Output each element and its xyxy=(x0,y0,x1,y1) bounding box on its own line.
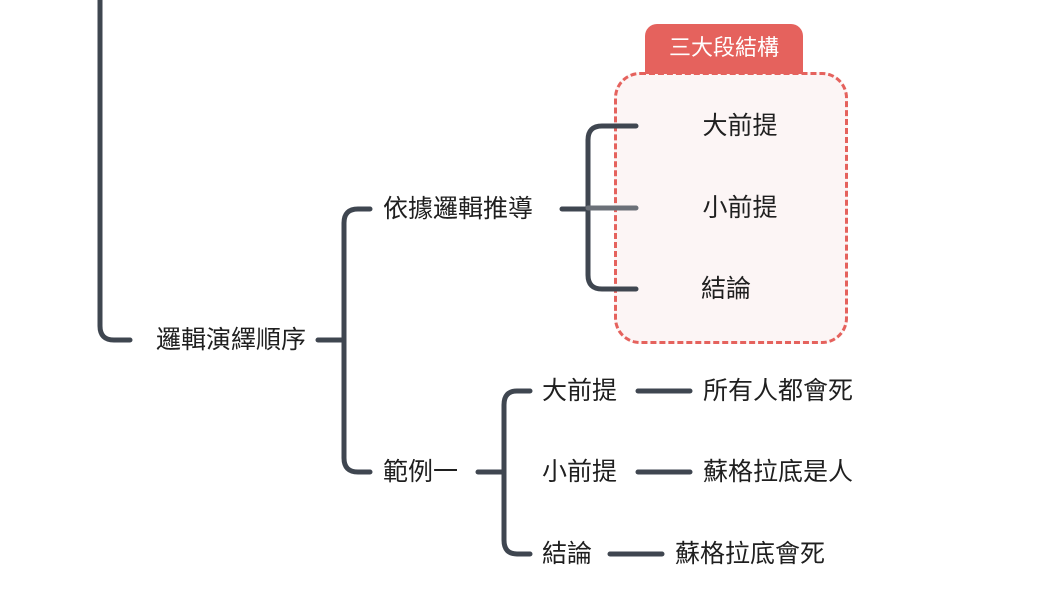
node-example-major-premise[interactable]: 大前提 xyxy=(542,376,618,405)
node-example-conclusion[interactable]: 結論 xyxy=(542,539,593,568)
connector-order-branch xyxy=(341,206,373,475)
node-example-minor-premise[interactable]: 小前提 xyxy=(542,457,618,486)
connector-parent-trunk xyxy=(97,0,133,343)
node-socrates-mortal[interactable]: 蘇格拉底會死 xyxy=(675,539,826,568)
node-conclusion[interactable]: 結論 xyxy=(700,274,752,303)
syllogism-boundary xyxy=(614,72,848,344)
node-major-premise[interactable]: 大前提 xyxy=(702,111,778,140)
node-minor-premise[interactable]: 小前提 xyxy=(702,193,778,222)
node-example-one[interactable]: 範例一 xyxy=(383,457,459,486)
node-logical-order[interactable]: 邏輯演繹順序 xyxy=(155,325,306,354)
syllogism-boundary-label: 三大段結構 xyxy=(645,24,803,74)
node-socrates-is-man[interactable]: 蘇格拉底是人 xyxy=(703,457,854,486)
connector-example-branch xyxy=(501,388,533,557)
node-derive-by-logic[interactable]: 依據邏輯推導 xyxy=(383,194,534,223)
node-all-men-mortal[interactable]: 所有人都會死 xyxy=(703,376,854,405)
